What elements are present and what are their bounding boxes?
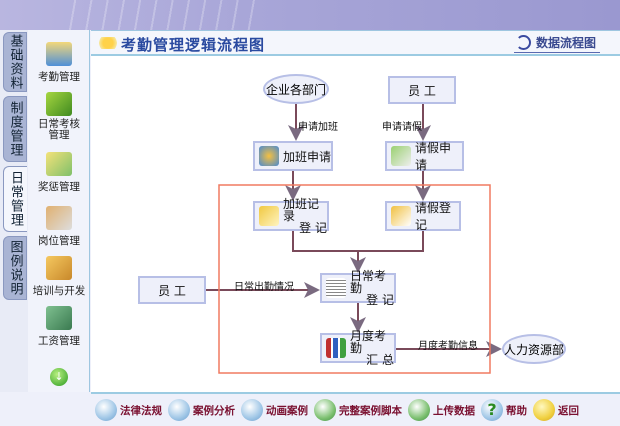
apply-leave-label: 申请请假 <box>382 122 422 133</box>
process-boundary <box>218 184 491 374</box>
people-icon <box>46 206 72 230</box>
power-icon <box>533 399 555 421</box>
leave-record-node[interactable]: 请假登记 <box>385 201 461 232</box>
button-label: 法律法规 <box>120 404 162 417</box>
book-icon <box>95 399 117 421</box>
sidebar-item-label: 日常考核管理 <box>38 118 80 141</box>
flow-connectors <box>205 104 502 374</box>
notebook-icon <box>326 278 346 298</box>
gear-icon <box>259 146 279 166</box>
scroll-down-button[interactable]: ↓ <box>50 368 68 386</box>
tab-basic-data[interactable]: 基础资料 <box>3 32 27 92</box>
tab-rules[interactable]: 制度管理 <box>3 96 27 162</box>
data-flow-label: 数据流程图 <box>535 36 596 50</box>
button-label: 上传数据 <box>433 404 475 417</box>
hr-node[interactable]: 人力资源部 <box>502 334 566 364</box>
node-label: 汇 总 <box>366 353 394 367</box>
book-icon <box>168 399 190 421</box>
laws-button[interactable]: 法律法规 <box>95 399 162 421</box>
node-label: 月度考勤 <box>350 329 387 355</box>
monthly-info-label: 月度考勤信息 <box>418 341 478 352</box>
spiral-icon <box>515 35 531 50</box>
node-label: 登 记 <box>366 293 394 307</box>
dept-node[interactable]: 企业各部门 <box>263 74 329 104</box>
node-label: 加班记录 <box>283 197 320 223</box>
category-tabs: 基础资料 制度管理 日常管理 图例说明 <box>0 30 28 392</box>
sidebar-item-salary[interactable]: 工资管理 <box>28 306 90 348</box>
button-label: 返回 <box>558 404 579 417</box>
pen-icon <box>259 206 279 226</box>
button-label: 动画案例 <box>266 404 308 417</box>
sidebar: 考勤管理 日常考核管理 奖惩管理 岗位管理 培训与开发 工资管理 ↓ <box>28 30 90 392</box>
overtime-record-node[interactable]: 加班记录登 记 <box>253 197 329 235</box>
employee-top-node[interactable]: 员 工 <box>388 76 456 104</box>
tab-daily-management[interactable]: 日常管理 <box>3 166 27 232</box>
animation-case-button[interactable]: 动画案例 <box>241 399 308 421</box>
sidebar-item-positions[interactable]: 岗位管理 <box>28 206 90 248</box>
sidebar-item-training[interactable]: 培训与开发 <box>28 256 90 298</box>
node-label: 请假申请 <box>415 141 452 172</box>
data-flow-link[interactable]: 数据流程图 <box>513 34 600 53</box>
sidebar-item-rewards[interactable]: 奖惩管理 <box>28 152 90 194</box>
node-label: 日常考勤 <box>350 269 387 295</box>
books-icon <box>46 306 72 330</box>
full-script-button[interactable]: 完整案例脚本 <box>314 399 402 421</box>
daily-attendance-label: 日常出勤情况 <box>234 282 294 293</box>
leave-apply-node[interactable]: 请假申请 <box>385 141 464 172</box>
sidebar-item-daily-check[interactable]: 日常考核管理 <box>28 92 90 141</box>
sidebar-item-label: 奖惩管理 <box>38 181 80 193</box>
help-icon: ? <box>481 399 503 421</box>
upload-icon <box>408 399 430 421</box>
button-label: 帮助 <box>506 404 527 417</box>
back-button[interactable]: 返回 <box>533 399 579 421</box>
sidebar-item-label: 培训与开发 <box>32 285 86 297</box>
case-analysis-button[interactable]: 案例分析 <box>168 399 235 421</box>
bottom-toolbar: 法律法规 案例分析 动画案例 完整案例脚本 上传数据 ?帮助 返回 <box>91 392 620 426</box>
download-icon <box>314 399 336 421</box>
node-label: 加班申请 <box>283 149 332 164</box>
header-banner <box>0 0 620 30</box>
flower-icon <box>97 37 119 49</box>
help-button[interactable]: ?帮助 <box>481 399 527 421</box>
documents-icon <box>46 152 72 176</box>
title-bar: 考勤管理逻辑流程图 数据流程图 <box>91 31 620 56</box>
button-label: 案例分析 <box>193 404 235 417</box>
cube-icon <box>46 92 72 116</box>
folder-icon <box>46 42 72 66</box>
bar-chart-icon <box>326 338 346 358</box>
sidebar-item-label: 考勤管理 <box>38 71 80 83</box>
node-label: 登 记 <box>299 221 327 235</box>
sidebar-item-attendance[interactable]: 考勤管理 <box>28 42 90 84</box>
calendar-icon <box>391 206 411 226</box>
upload-button[interactable]: 上传数据 <box>408 399 475 421</box>
book-icon <box>241 399 263 421</box>
form-icon <box>391 146 411 166</box>
box-icon <box>46 256 72 280</box>
daily-record-node[interactable]: 日常考勤登 记 <box>320 269 396 307</box>
tab-legend[interactable]: 图例说明 <box>3 236 27 300</box>
apply-overtime-label: 申请加班 <box>298 122 338 133</box>
main-panel: 考勤管理逻辑流程图 数据流程图 企业各部门 员 工 申请加班 申请请假 加班申请… <box>91 30 620 392</box>
sidebar-item-label: 岗位管理 <box>38 235 80 247</box>
button-label: 完整案例脚本 <box>339 404 402 417</box>
employee-left-node[interactable]: 员 工 <box>138 276 206 304</box>
page-title: 考勤管理逻辑流程图 <box>121 36 266 54</box>
sidebar-item-label: 工资管理 <box>38 335 80 347</box>
overtime-apply-node[interactable]: 加班申请 <box>253 141 333 171</box>
monthly-summary-node[interactable]: 月度考勤汇 总 <box>320 329 396 367</box>
node-label: 请假登记 <box>415 201 452 232</box>
